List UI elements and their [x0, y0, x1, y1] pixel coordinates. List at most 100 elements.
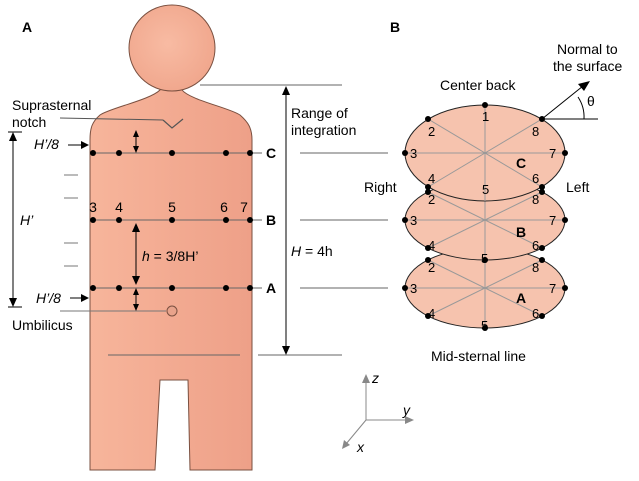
umbilicus-label: Umbilicus — [12, 317, 73, 333]
h-prime-8-top-label: H’/8 — [34, 136, 59, 152]
disc-electrode — [539, 184, 545, 190]
H-equation-label: H = 4h — [291, 243, 333, 259]
disc-b-label: B — [516, 224, 526, 240]
range-label-2: integration — [291, 122, 356, 138]
axis-y-label: y — [402, 402, 411, 418]
electrode-dot — [169, 150, 175, 156]
level-label-c: C — [266, 145, 276, 161]
disc-c-num-3: 3 — [410, 146, 417, 161]
disc-electrode — [539, 313, 545, 319]
disc-a-num-8: 8 — [532, 260, 539, 275]
suprasternal-label-1: Suprasternal — [12, 97, 91, 113]
disc-electrode — [562, 150, 568, 156]
electrode-dot — [90, 285, 96, 291]
axis-x-label: x — [356, 439, 365, 455]
mid-sternal-label: Mid-sternal line — [431, 348, 526, 364]
h-prime-arrow — [8, 131, 22, 308]
umbilicus-mark — [166, 305, 178, 317]
normal-arrow — [541, 81, 598, 120]
disc-b-num-5: 5 — [481, 251, 488, 266]
electrode-number-6: 6 — [220, 199, 228, 215]
right-label: Right — [364, 179, 397, 195]
disc-electrode — [539, 245, 545, 251]
disc-a-label: A — [516, 290, 526, 306]
disc-c-num-4: 4 — [428, 171, 435, 186]
electrode-dot — [116, 285, 122, 291]
body-electrodes — [90, 150, 253, 291]
disc-b-num-8: 8 — [532, 192, 539, 207]
disc-b-num-7: 7 — [549, 213, 556, 228]
disc-electrode — [425, 257, 431, 263]
disc-a-num-6: 6 — [532, 306, 539, 321]
suprasternal-label-2: notch — [12, 114, 46, 130]
range-arrow — [282, 86, 290, 355]
electrode-number-7: 7 — [240, 199, 248, 215]
suprasternal-notch-mark — [162, 118, 184, 129]
electrode-number-4: 4 — [115, 199, 123, 215]
disc-a: A 2 3 4 5 6 7 8 — [402, 247, 568, 333]
disc-electrode — [539, 189, 545, 195]
h-prime-8-top-arrow — [68, 141, 89, 149]
electrode-dot — [116, 217, 122, 223]
disc-c-label: C — [516, 155, 526, 171]
disc-electrode — [562, 285, 568, 291]
bottom-gap-arrow — [133, 288, 139, 311]
electrode-dot — [247, 150, 253, 156]
disc-electrode — [402, 217, 408, 223]
disc-b-num-2: 2 — [428, 192, 435, 207]
disc-electrode — [482, 102, 488, 108]
disc-electrode — [402, 285, 408, 291]
disc-a-num-7: 7 — [549, 281, 556, 296]
disc-electrode — [425, 245, 431, 251]
disc-a-num-3: 3 — [410, 281, 417, 296]
level-label-a: A — [266, 280, 276, 296]
electrode-dot — [169, 217, 175, 223]
h-arrow — [132, 223, 140, 285]
axis-z-label: z — [371, 370, 379, 386]
h-prime-8-bottom-label: H’/8 — [36, 290, 61, 306]
normal-label-2: the surface — [553, 58, 622, 74]
disc-a-num-2: 2 — [428, 260, 435, 275]
h-prime-8-bottom-arrow — [70, 294, 89, 302]
electrode-number-3: 3 — [89, 199, 97, 215]
center-back-label: Center back — [440, 77, 516, 93]
disc-electrode — [425, 184, 431, 190]
axes-icon — [342, 374, 414, 449]
disc-c-num-2: 2 — [428, 124, 435, 139]
disc-c-num-7: 7 — [549, 146, 556, 161]
disc-b-num-3: 3 — [410, 213, 417, 228]
normal-label-1: Normal to — [557, 41, 618, 57]
electrode-dot — [247, 217, 253, 223]
tick-dashes — [64, 174, 78, 267]
electrode-dot — [223, 285, 229, 291]
disc-c-num-1: 1 — [482, 109, 489, 124]
electrode-dot — [90, 150, 96, 156]
disc-electrode — [482, 257, 488, 263]
electrode-dot — [223, 217, 229, 223]
electrode-number-5: 5 — [168, 199, 176, 215]
disc-electrode — [539, 257, 545, 263]
electrode-dot — [116, 150, 122, 156]
range-label-1: Range of — [291, 105, 348, 121]
h-prime-label: H’ — [20, 212, 34, 228]
disc-c: C 1 2 3 4 5 6 7 8 — [402, 102, 568, 202]
level-label-b: B — [266, 212, 276, 228]
disc-b-num-4: 4 — [428, 238, 435, 253]
disc-electrode — [562, 217, 568, 223]
top-gap-arrow — [133, 130, 139, 153]
disc-a-num-5: 5 — [481, 318, 488, 333]
panel-label-a: A — [22, 19, 32, 35]
electrode-dot — [247, 285, 253, 291]
disc-electrode — [482, 325, 488, 331]
theta-label: θ — [587, 93, 595, 109]
disc-a-num-4: 4 — [428, 306, 435, 321]
body-silhouette — [89, 4, 253, 471]
disc-electrode — [425, 313, 431, 319]
electrode-dot — [90, 217, 96, 223]
left-label: Left — [566, 179, 589, 195]
disc-electrode — [402, 150, 408, 156]
h-equation-label: h = 3/8H’ — [142, 248, 198, 264]
disc-c-num-8: 8 — [532, 124, 539, 139]
disc-electrode — [425, 189, 431, 195]
disc-c-num-5: 5 — [482, 182, 489, 197]
